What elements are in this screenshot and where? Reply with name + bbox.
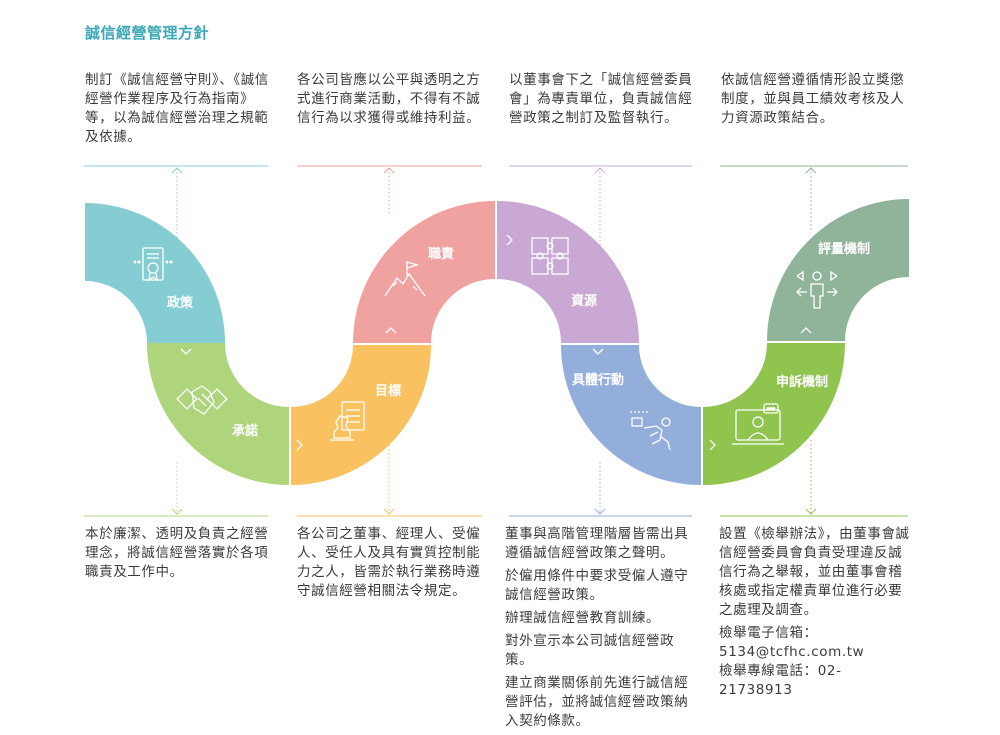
chevron-down-icon xyxy=(180,348,192,355)
action-description: 董事與高階管理階層皆需出具遵循誠信經營政策之聲明。 於僱用條件中要求受僱人遵守誠… xyxy=(505,525,700,735)
commitment-segment xyxy=(147,343,289,485)
chevron-up-icon xyxy=(800,327,812,334)
phone-number[interactable]: 02-21738913 xyxy=(719,663,842,698)
page-title: 誠信經營管理方針 xyxy=(85,24,210,42)
flow-chevrons xyxy=(180,234,812,451)
chess-knight-icon xyxy=(330,401,365,441)
action-item: 辦理誠信經營教育訓練。 xyxy=(505,610,661,626)
action-item: 董事與高階管理階層皆需出具遵循誠信經營政策之聲明。 xyxy=(505,526,689,561)
video-call-icon xyxy=(732,403,784,445)
chevron-right-icon xyxy=(506,234,513,246)
goal-description: 各公司之董事、經理人、受僱人、受任人及具有實質控制能力之人，皆需於執行業務時遵守… xyxy=(297,526,481,599)
evaluation-description: 依誠信經營遵循情形設立獎懲制度，並與員工績效考核及人力資源政策結合。 xyxy=(721,72,905,126)
evaluation-label: 評量機制 xyxy=(818,241,870,257)
chevron-up-icon xyxy=(385,327,397,334)
phone-label: 檢舉專線電話： xyxy=(719,663,818,679)
duty-label: 職責 xyxy=(428,246,454,262)
chevron-down-icon xyxy=(592,348,604,355)
goal-segment xyxy=(291,345,431,485)
goal-label: 目標 xyxy=(375,383,401,399)
resource-label: 資源 xyxy=(571,293,597,309)
person-arrows-icon xyxy=(796,270,838,309)
commitment-label: 承諾 xyxy=(232,423,258,439)
email-label: 檢舉電子信箱： xyxy=(719,625,818,641)
handshake-icon xyxy=(176,385,228,415)
puzzle-icon xyxy=(531,237,569,275)
action-item: 對外宣示本公司誠信經營政策。 xyxy=(505,633,675,668)
running-person-icon xyxy=(630,411,671,451)
email-address[interactable]: 5134@tcfhc.com.tw xyxy=(719,644,865,660)
appeal-segment xyxy=(703,343,845,485)
appeal-description: 設置《檢舉辦法》，由董事會誠信經營委員會負責受理違反誠信行為之舉報，並由董事會稽… xyxy=(719,525,913,700)
action-item: 建立商業關係前先進行誠信經營評估，並將誠信經營政策納入契約條款。 xyxy=(505,675,689,729)
action-item: 於僱用條件中要求受僱人遵守誠信經營政策。 xyxy=(505,568,689,603)
commitment-description: 本於廉潔、透明及負責之經營理念，將誠信經營落實於各項職責及工作中。 xyxy=(85,526,269,580)
certificate-icon xyxy=(133,247,173,282)
resource-description: 以董事會下之「誠信經營委員會」為專責單位，負責誠信經營政策之制訂及監督執行。 xyxy=(509,72,693,126)
duty-segment xyxy=(353,201,495,343)
appeal-desc: 設置《檢舉辦法》，由董事會誠信經營委員會負責受理違反誠信行為之舉報，並由董事會稽… xyxy=(719,526,910,618)
action-segment xyxy=(561,345,701,485)
mountain-flag-icon xyxy=(384,261,426,297)
policy-description: 制訂《誠信經營守則》、《誠信經營作業程序及行為指南》等，以為誠信經營治理之規範及… xyxy=(85,72,269,145)
policy-label: 政策 xyxy=(167,295,194,311)
duty-description: 各公司皆應以公平與透明之方式進行商業活動，不得有不誠信行為以求獲得或維持利益。 xyxy=(297,72,481,126)
evaluation-segment xyxy=(767,199,909,341)
appeal-label: 申訴機制 xyxy=(776,374,828,390)
chevron-right-icon xyxy=(296,439,303,451)
chevron-right-icon xyxy=(709,439,716,451)
action-label: 具體行動 xyxy=(572,372,624,388)
